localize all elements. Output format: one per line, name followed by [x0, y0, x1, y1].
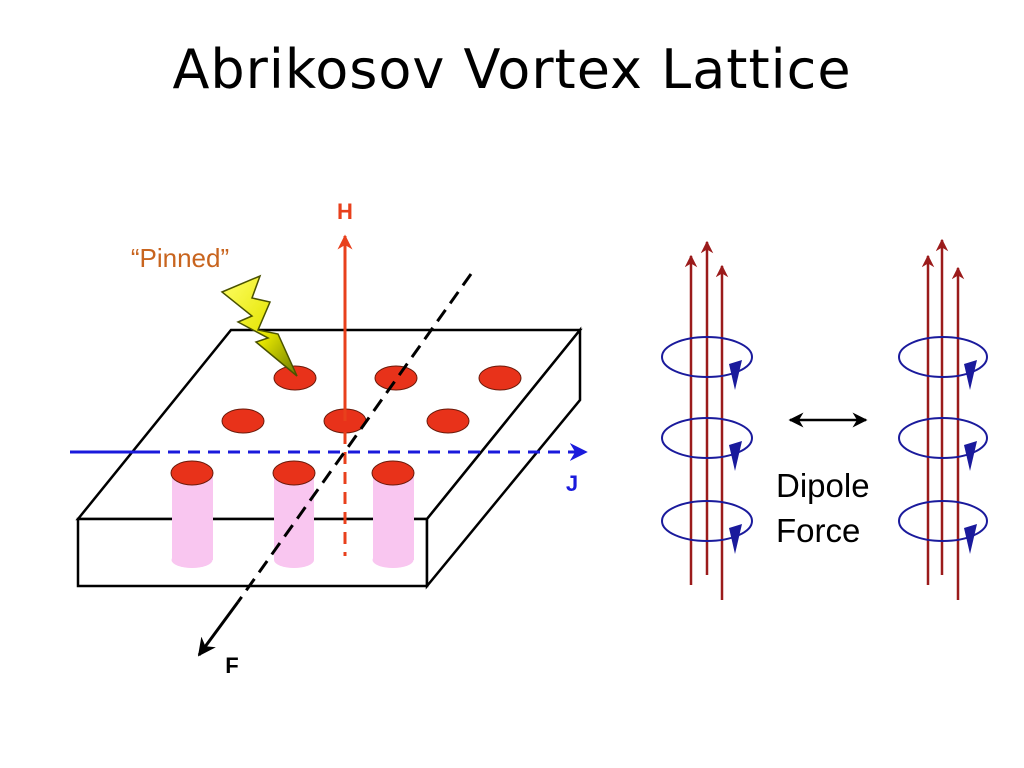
force-label: F — [225, 653, 238, 678]
current-label: J — [566, 471, 578, 496]
circulation-loop — [898, 500, 988, 542]
vortex-flux-right — [898, 238, 988, 600]
vortex-tubes — [171, 474, 414, 568]
slab-side-face — [425, 326, 582, 590]
vortex-core — [170, 460, 214, 486]
vortex-core — [272, 460, 316, 486]
circulation-loop — [898, 336, 988, 378]
circulation-loop — [898, 417, 988, 459]
circulation-arrow-icon — [964, 360, 977, 390]
circulation-arrow-icon — [964, 524, 977, 554]
lightning-bolt-icon — [220, 274, 298, 377]
circulation-loop — [661, 500, 753, 542]
vortex-cores — [170, 365, 522, 486]
circulation-arrow-icon — [964, 441, 977, 471]
vortex-tube — [373, 474, 414, 560]
circulation-arrow-icon — [729, 524, 742, 554]
circulation-arrow-icon — [729, 360, 742, 390]
pinned-label: “Pinned” — [131, 243, 229, 273]
vortex-core — [221, 408, 265, 434]
vortex-core — [478, 365, 522, 391]
slide-title: Abrikosov Vortex Lattice — [172, 38, 852, 101]
vortex-tube-bottom — [274, 552, 314, 568]
vortex-core — [426, 408, 470, 434]
circulation-loop — [661, 417, 753, 459]
slab-front-face — [76, 517, 429, 588]
dipole-label-line2: Force — [776, 512, 860, 549]
dipole-label-line1: Dipole — [776, 467, 870, 504]
vortex-tube — [274, 474, 314, 560]
vortex-core-pinned — [273, 365, 317, 391]
vortex-core — [371, 460, 415, 486]
vortex-flux-left — [661, 240, 753, 600]
circulation-arrow-icon — [729, 441, 742, 471]
circulation-loop — [661, 336, 753, 378]
vortex-tube-bottom — [372, 552, 414, 568]
force-arrow-f — [197, 273, 473, 657]
vortex-tube-bottom — [171, 552, 213, 568]
vortex-core — [374, 365, 418, 391]
field-label: H — [337, 199, 353, 224]
vortex-tube — [172, 474, 213, 560]
